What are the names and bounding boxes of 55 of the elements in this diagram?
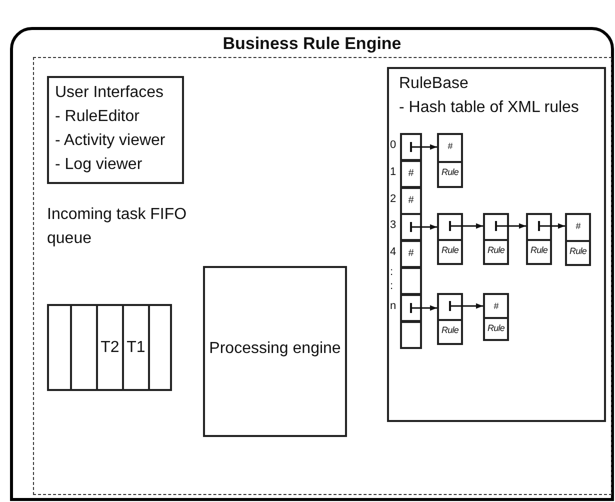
rule-label: Rule xyxy=(440,245,460,255)
panel-heading: RuleBase xyxy=(399,75,468,93)
rulebase-panel xyxy=(387,67,606,422)
rule-label: Rule xyxy=(486,323,506,333)
pointer-arrow xyxy=(449,221,483,231)
queue-slot xyxy=(47,304,72,391)
bucket-cell xyxy=(400,294,422,322)
queue-slot xyxy=(148,304,172,391)
cell-mark: # xyxy=(574,221,582,231)
pointer-arrow xyxy=(449,301,483,311)
bucket-cell xyxy=(400,187,422,215)
rule-label: Rule xyxy=(568,246,588,256)
box-label: Processing engine xyxy=(208,340,342,358)
index-label: : xyxy=(390,266,394,278)
index-label: 2 xyxy=(390,193,396,205)
rule-label: Rule xyxy=(530,245,548,255)
panel-title: Business Rule Engine xyxy=(222,34,402,54)
index-label: 0 xyxy=(390,139,396,151)
list-item: - Activity viewer xyxy=(55,132,166,150)
bucket-cell xyxy=(400,133,422,161)
queue-slot xyxy=(122,304,150,391)
index-label: 4 xyxy=(390,246,396,258)
panel-subtitle: - Hash table of XML rules xyxy=(399,99,579,117)
list-item: - RuleEditor xyxy=(55,108,140,126)
pointer-arrow xyxy=(410,303,437,313)
interfaces-box xyxy=(47,76,184,184)
cell-mark: # xyxy=(492,301,500,311)
cell-mark: # xyxy=(407,248,415,259)
cell-mark: # xyxy=(446,141,454,151)
queue-heading: Incoming task FIFO queue xyxy=(47,205,188,249)
queue-slot xyxy=(96,304,124,391)
box-title: User Interfaces xyxy=(55,84,164,102)
index-label: : xyxy=(390,280,394,292)
bucket-cell xyxy=(400,267,422,295)
slot-label: T1 xyxy=(126,339,146,357)
slot-label: T2 xyxy=(100,339,120,357)
pointer-arrow xyxy=(410,222,437,232)
bucket-cell xyxy=(400,160,422,188)
process-box xyxy=(203,266,347,437)
rule-label: Rule xyxy=(440,325,460,335)
rule-label: Rule xyxy=(486,245,506,255)
bucket-cell xyxy=(400,240,422,268)
pointer-arrow xyxy=(495,221,526,231)
pointer-arrow xyxy=(538,221,565,231)
bucket-cell xyxy=(400,321,422,349)
cell-mark: # xyxy=(407,168,415,179)
list-item: - Log viewer xyxy=(55,156,142,174)
cell-mark: # xyxy=(407,195,415,206)
bucket-cell xyxy=(400,213,422,241)
rule-label: Rule xyxy=(440,167,460,177)
pointer-arrow xyxy=(410,142,437,152)
index-label: 3 xyxy=(390,219,396,231)
queue-slot xyxy=(70,304,98,391)
index-label: n xyxy=(390,300,396,312)
index-label: 1 xyxy=(390,166,396,178)
